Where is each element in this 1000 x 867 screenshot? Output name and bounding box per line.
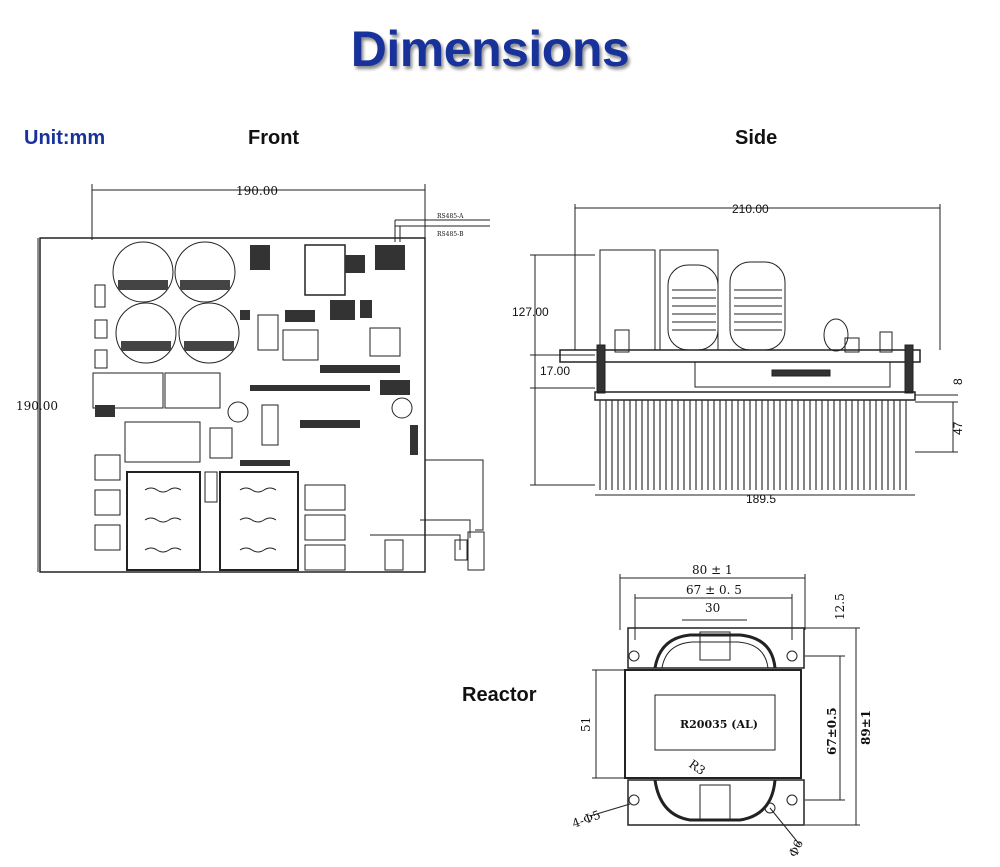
reactor-drawing: 80 ± 1 67 ± 0. 5 30 12.5 51 67±0.5 89±1 … (570, 563, 873, 860)
side-view-drawing: 210.00 127.00 17.00 8 47 189.5 (512, 202, 965, 506)
reactor-core-width-label: 30 (705, 601, 720, 615)
capacitor-4 (178, 302, 240, 364)
front-view-label: Front (248, 127, 300, 149)
side-thick-label: 8 (951, 378, 965, 385)
reactor-nameplate (654, 694, 776, 751)
reactor-hole-spacing-label: 67 ± 0. 5 (686, 583, 742, 597)
capacitor-1 (112, 241, 174, 303)
reactor-hole-vertical-label: 67±0.5 (825, 707, 839, 755)
reactor-body (624, 669, 802, 779)
reactor-diameter-label: Φ6 (786, 838, 806, 860)
front-width-label: 190.00 (236, 184, 278, 198)
capacitor-3 (115, 302, 177, 364)
side-board (559, 349, 921, 363)
side-length-label: 210.00 (732, 202, 769, 216)
side-board-label: 17.00 (540, 364, 570, 378)
transformer-right (219, 471, 299, 571)
side-view-label: Side (735, 127, 778, 149)
reactor-model-label: R20035 (AL) (680, 718, 758, 731)
front-height-label: 190.00 (16, 399, 58, 413)
reactor-holes-label: 4-Φ5 (570, 808, 602, 831)
capacitor-2 (174, 241, 236, 303)
page-title: Dimensions (350, 21, 630, 77)
heatsink-fins (599, 400, 907, 490)
rs485-a-label: RS485-A (437, 213, 464, 220)
rs485-b-label: RS485-B (437, 231, 464, 238)
unit-label: Unit:mm (24, 127, 106, 149)
transformer-left (126, 471, 201, 571)
side-height-label: 127.00 (512, 305, 549, 319)
side-fins-label: 47 (951, 421, 965, 435)
reactor-total-height-label: 89±1 (859, 710, 873, 745)
front-view-drawing: 190.00 190.00 RS485-A RS485-B (16, 184, 490, 573)
reactor-body-height-label: 51 (579, 717, 593, 732)
reactor-top-offset-label: 12.5 (833, 593, 847, 620)
reactor-width-label: 80 ± 1 (692, 563, 733, 577)
side-capacitor-1 (599, 249, 656, 351)
reactor-radius-label: R3 (686, 757, 708, 778)
reactor-view-label: Reactor (462, 684, 537, 706)
front-board-outline (39, 237, 426, 573)
side-base-label: 189.5 (746, 492, 776, 506)
